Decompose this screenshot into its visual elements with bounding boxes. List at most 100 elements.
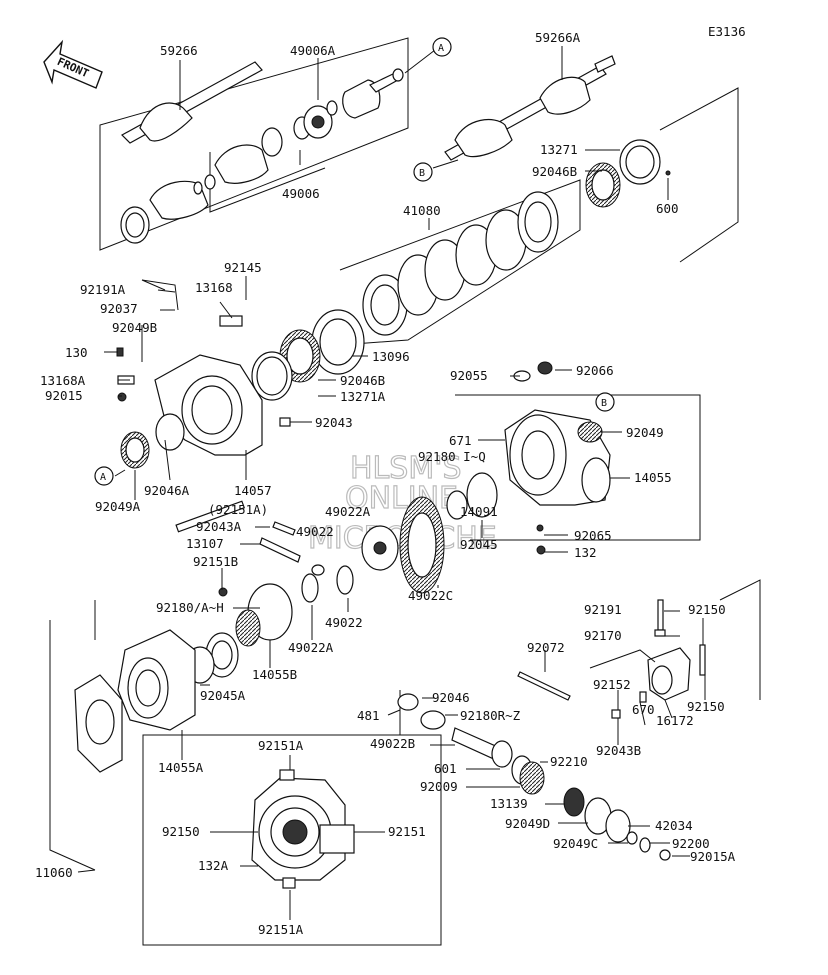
label-92015A: 92015A	[690, 849, 736, 864]
axle-shaft-59266	[120, 61, 404, 244]
label-92045: 92045	[460, 537, 498, 552]
label-92072: 92072	[527, 640, 565, 655]
label-92170: 92170	[584, 628, 622, 643]
leader-lines	[77, 46, 706, 920]
label-16172: 16172	[656, 713, 694, 728]
label-92151: 92151	[388, 824, 426, 839]
label-130: 130	[65, 345, 88, 360]
label-42034: 42034	[655, 818, 693, 833]
label-49022B: 49022B	[370, 736, 415, 751]
label-92049D: 92049D	[505, 816, 550, 831]
label-92065: 92065	[574, 528, 612, 543]
label-92151A-bottom: 92151A	[258, 922, 304, 937]
callout-a-mid	[94, 466, 114, 486]
label-92152: 92152	[593, 677, 631, 692]
front-arrow-icon: FRONT	[43, 39, 103, 89]
label-59266: 59266	[160, 43, 198, 58]
callout-a-top	[432, 37, 452, 57]
label-49006: 49006	[282, 186, 320, 201]
callout-b-top-label: B	[419, 168, 425, 179]
actuator-16172	[589, 599, 706, 719]
label-13096: 13096	[372, 349, 410, 364]
label-601: 601	[434, 761, 457, 776]
label-92037: 92037	[100, 301, 138, 316]
label-14055A: 14055A	[158, 760, 204, 775]
callout-b-mid	[595, 392, 615, 412]
label-92191A: 92191A	[80, 282, 126, 297]
label-92009: 92009	[420, 779, 458, 794]
label-670: 670	[632, 702, 655, 717]
pinion-assembly	[397, 671, 671, 861]
label-49022-b: 49022	[325, 615, 363, 630]
callout-markers: A B B A	[94, 37, 615, 486]
label-49006A: 49006A	[290, 43, 336, 58]
group-outline-lines	[49, 37, 761, 946]
label-13168A: 13168A	[40, 373, 86, 388]
callout-a-top-label: A	[438, 43, 444, 54]
ring-gear-49022C	[259, 496, 445, 603]
label-92200: 92200	[672, 836, 710, 851]
label-92045A: 92045A	[200, 688, 246, 703]
label-92043: 92043	[315, 415, 353, 430]
label-92043B: 92043B	[596, 743, 641, 758]
label-92180-I-Q: 92180 I~Q	[418, 449, 486, 464]
label-92046B-top: 92046B	[532, 164, 577, 179]
label-92046: 92046	[432, 690, 470, 705]
label-41080: 41080	[403, 203, 441, 218]
label-92151B: 92151B	[193, 554, 238, 569]
housing-14055	[446, 361, 611, 555]
label-92046A: 92046A	[144, 483, 190, 498]
label-13107: 13107	[186, 536, 224, 551]
label-92066: 92066	[576, 363, 614, 378]
label-92150-top: 92150	[688, 602, 726, 617]
gear-13096	[251, 309, 365, 427]
diagram-code: E3136	[708, 24, 746, 39]
label-92046B: 92046B	[340, 373, 385, 388]
cover-14055A	[74, 629, 196, 773]
assembled-housing-view	[251, 769, 355, 889]
label-14055: 14055	[634, 470, 672, 485]
label-92150-box: 92150	[162, 824, 200, 839]
label-671: 671	[449, 433, 472, 448]
label-13271: 13271	[540, 142, 578, 157]
label-92191: 92191	[584, 602, 622, 617]
label-132A: 132A	[198, 858, 229, 873]
callout-b-mid-label: B	[601, 398, 607, 409]
label-92049B: 92049B	[112, 320, 157, 335]
label-59266A: 59266A	[535, 30, 581, 45]
label-13271A: 13271A	[340, 389, 386, 404]
label-14091: 14091	[460, 504, 498, 519]
axle-shaft-59266A	[444, 55, 671, 208]
label-92049A: 92049A	[95, 499, 141, 514]
label-92145: 92145	[224, 260, 262, 275]
label-92210: 92210	[550, 754, 588, 769]
watermark-line-1: HLSM'S	[350, 451, 462, 486]
label-92049: 92049	[626, 425, 664, 440]
callout-b-top	[413, 162, 433, 182]
watermark-line-2: ONLINE	[345, 481, 458, 516]
label-92151A-top: 92151A	[258, 738, 304, 753]
label-14055B: 14055B	[252, 667, 297, 682]
label-92043A: 92043A	[196, 519, 242, 534]
label-92049C: 92049C	[553, 836, 598, 851]
label-14057: 14057	[234, 483, 272, 498]
label-92015: 92015	[45, 388, 83, 403]
label-481: 481	[357, 708, 380, 723]
label-13139: 13139	[490, 796, 528, 811]
label-49022C: 49022C	[408, 588, 453, 603]
label-13168: 13168	[195, 280, 233, 295]
label-92180-A-H: 92180/A~H	[156, 600, 224, 615]
label-49022-a: 49022	[296, 524, 334, 539]
label-92150-mid: 92150	[687, 699, 725, 714]
label-49022A-top: 49022A	[325, 504, 371, 519]
label-92180-R-Z: 92180R~Z	[460, 708, 521, 723]
label-92055: 92055	[450, 368, 488, 383]
label-132: 132	[574, 545, 597, 560]
part-labels: 59266 49006A 49006 59266A 13271 92046B 6…	[35, 30, 736, 937]
clutch-pack-41080	[362, 191, 559, 336]
label-92151A-paren: (92151A)	[208, 502, 268, 517]
callout-a-mid-label: A	[100, 472, 106, 483]
label-600: 600	[656, 201, 679, 216]
